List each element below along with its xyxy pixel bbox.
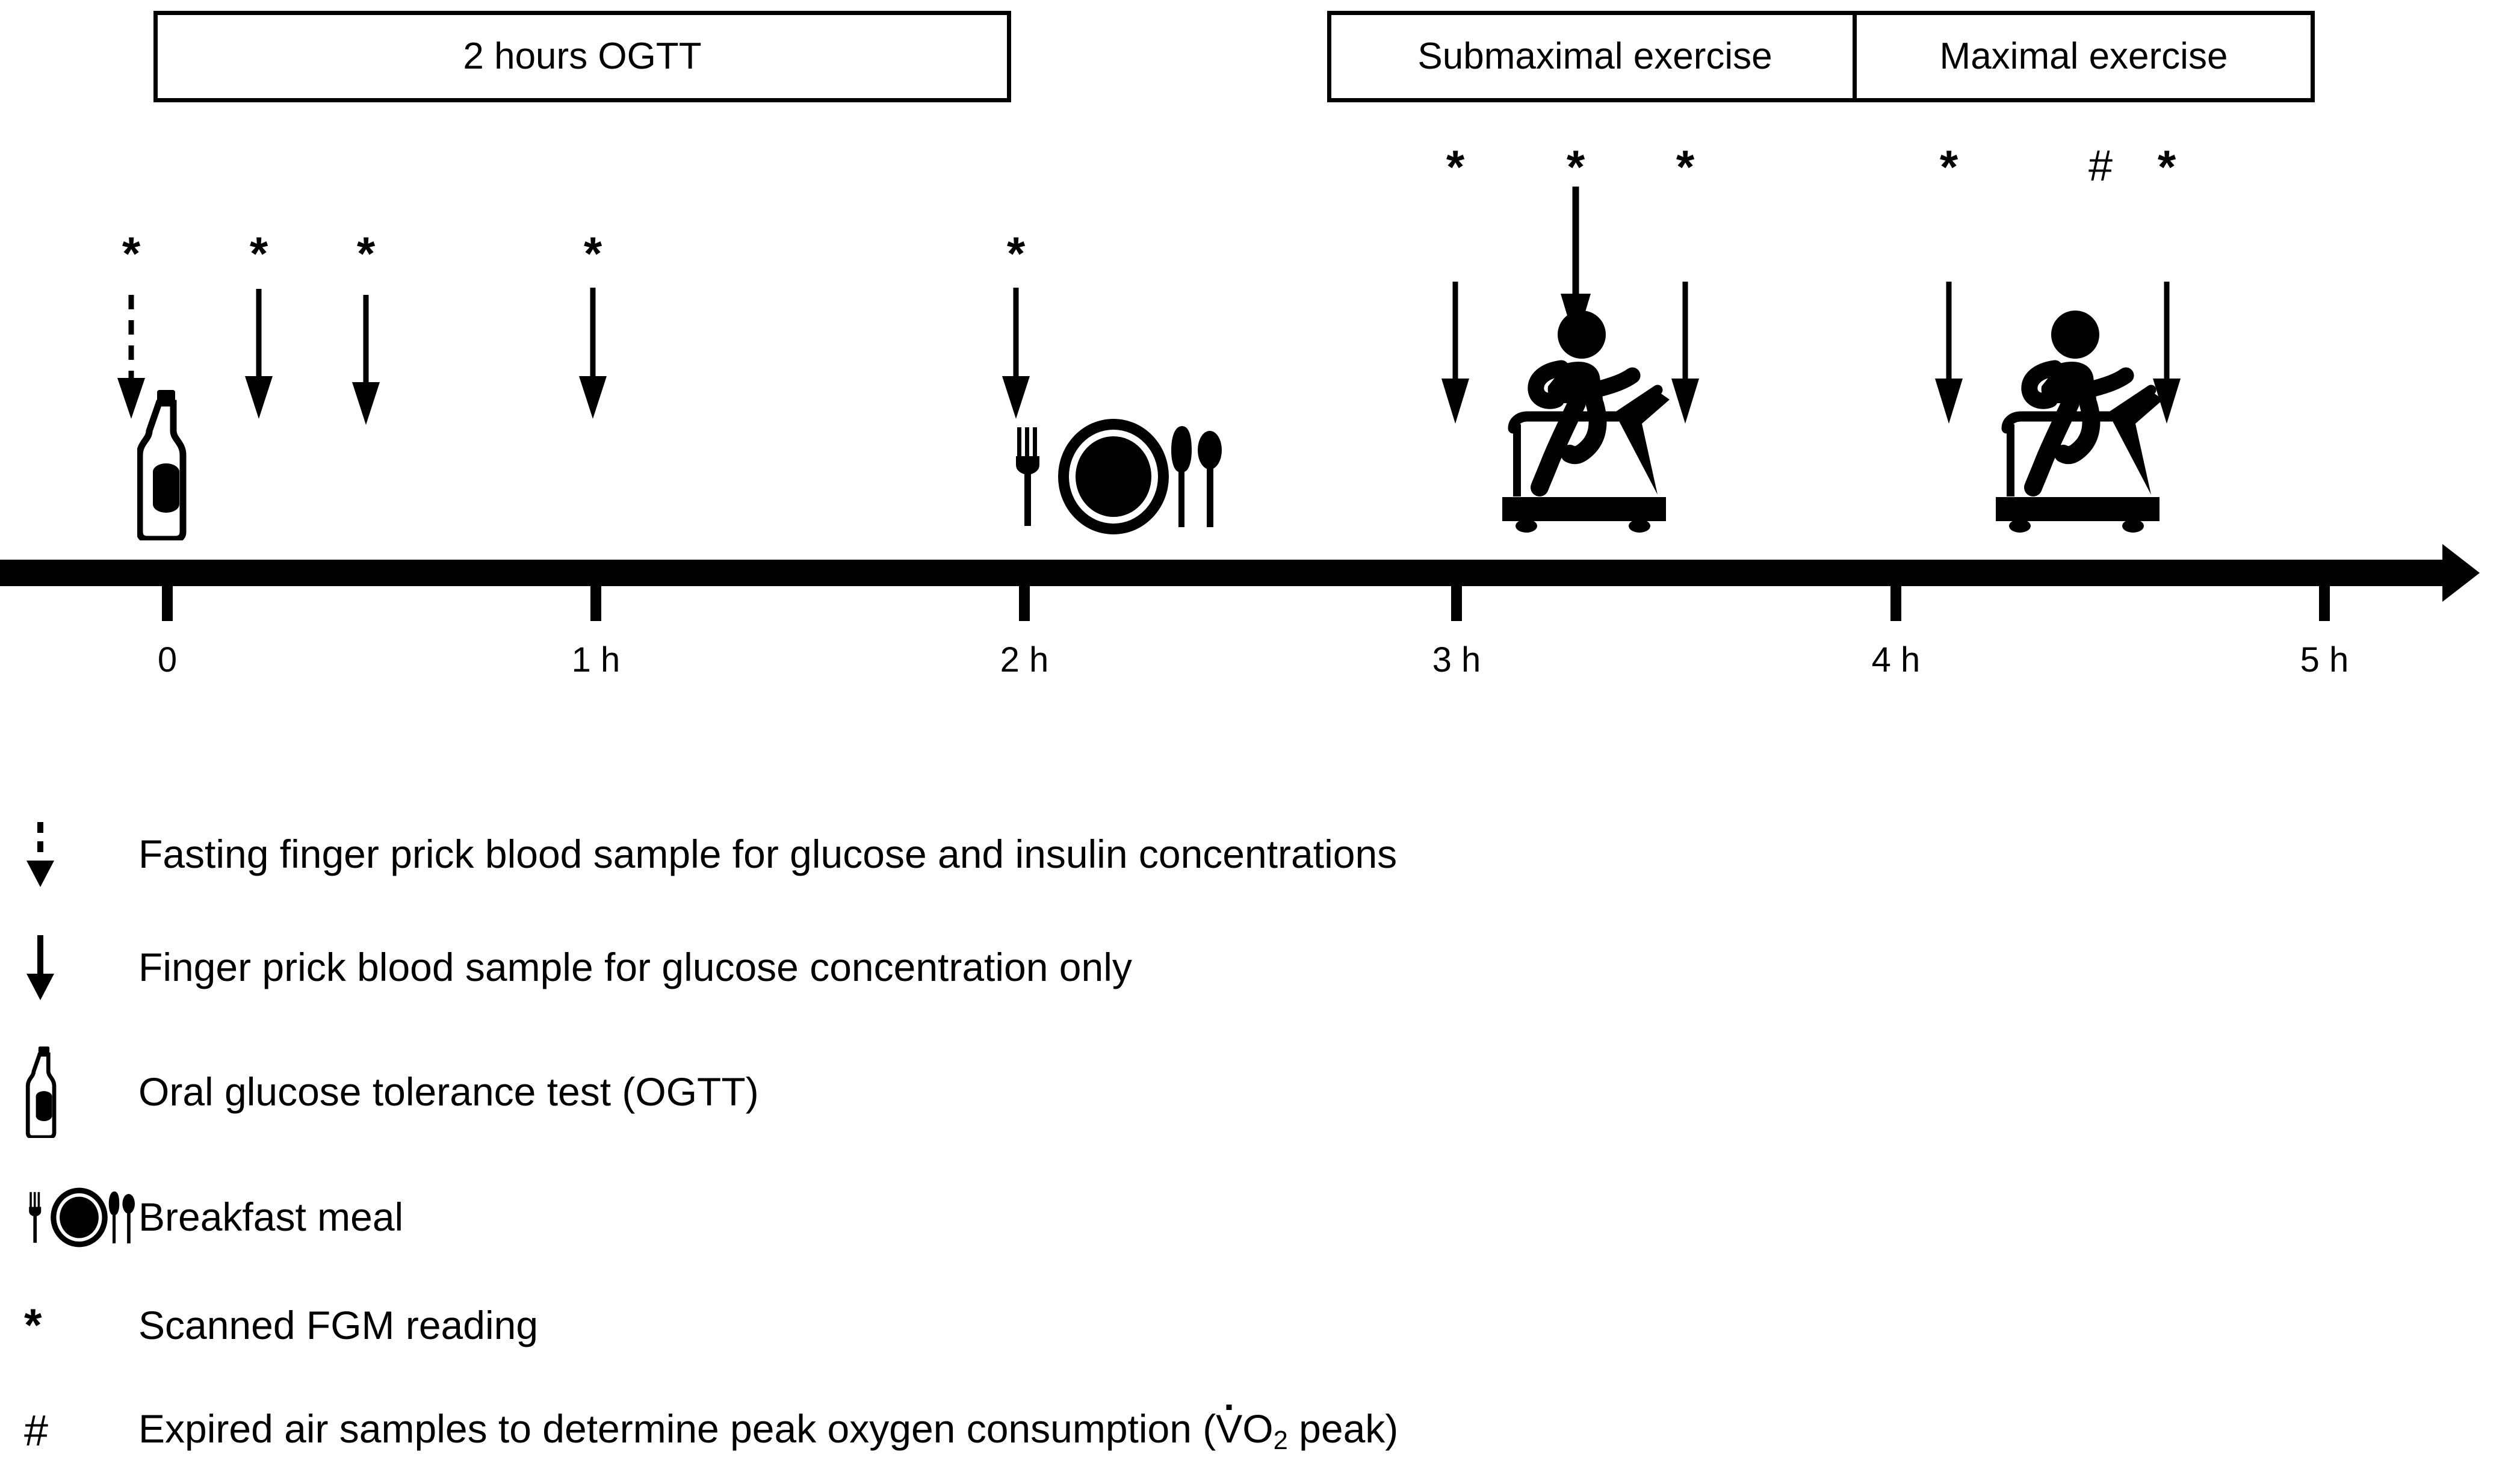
asterisk-marker: * bbox=[122, 227, 141, 280]
axis-arrowhead-icon bbox=[2442, 544, 2480, 602]
legend-label: Breakfast meal bbox=[138, 1195, 404, 1240]
axis-tick-label: 4 h bbox=[1871, 640, 1921, 679]
axis-tick bbox=[1451, 586, 1462, 621]
phase-box-maximal-exercise: Maximal exercise bbox=[1853, 11, 2315, 102]
meal-icon bbox=[1006, 416, 1223, 537]
legend-label-suffix: peak) bbox=[1287, 1406, 1399, 1451]
solid-arrow-icon bbox=[0, 934, 138, 1001]
axis-tick bbox=[1890, 586, 1901, 621]
hash-marker: # bbox=[2088, 142, 2113, 190]
axis-tick bbox=[1019, 586, 1030, 621]
asterisk-marker: * bbox=[1566, 140, 1585, 193]
axis-tick bbox=[2319, 586, 2330, 621]
legend-item: Fasting finger prick blood sample for gl… bbox=[0, 818, 1397, 891]
down-arrow-icon bbox=[350, 295, 382, 427]
asterisk-marker: * bbox=[356, 227, 376, 280]
legend-item: Oral glucose tolerance test (OGTT) bbox=[0, 1047, 759, 1138]
down-arrow-icon bbox=[243, 289, 275, 421]
asterisk-glyph: * bbox=[24, 1300, 42, 1351]
asterisk-marker: * bbox=[249, 227, 268, 280]
phase-box-ogtt: 2 hours OGTT bbox=[153, 11, 1011, 102]
phase-label-maximal-exercise: Maximal exercise bbox=[1939, 36, 2228, 77]
dashed-arrow-icon bbox=[0, 821, 138, 888]
hash-glyph: # bbox=[24, 1407, 49, 1455]
down-arrow-icon bbox=[1933, 282, 1965, 426]
asterisk-marker: * bbox=[1676, 140, 1695, 193]
timeline-axis bbox=[0, 544, 2511, 602]
legend-item: * Scanned FGM reading bbox=[0, 1293, 538, 1359]
legend-item: Finger prick blood sample for glucose co… bbox=[0, 932, 1132, 1004]
asterisk-marker: * bbox=[583, 227, 602, 280]
axis-tick-label: 5 h bbox=[2300, 640, 2349, 679]
asterisk-icon: * bbox=[0, 1303, 138, 1349]
axis-tick bbox=[590, 586, 601, 621]
phase-label-submaximal-exercise: Submaximal exercise bbox=[1417, 36, 1773, 77]
phase-box-submaximal-exercise: Submaximal exercise bbox=[1327, 11, 1863, 102]
down-arrow-icon bbox=[1000, 288, 1032, 421]
dashed-down-arrow-icon bbox=[115, 295, 147, 421]
treadmill-icon bbox=[1476, 301, 1692, 533]
legend-label-prefix: Expired air samples to determine peak ox… bbox=[138, 1406, 1216, 1451]
meal-icon bbox=[0, 1186, 138, 1249]
legend-label: Oral glucose tolerance test (OGTT) bbox=[138, 1069, 759, 1115]
axis-tick bbox=[162, 586, 173, 621]
oxygen-subscript: 2 bbox=[1273, 1426, 1288, 1455]
down-arrow-icon bbox=[577, 288, 609, 421]
legend-item: # Expired air samples to determine peak … bbox=[0, 1395, 1398, 1467]
down-arrow-icon bbox=[1439, 282, 1472, 426]
axis-bar bbox=[0, 560, 2444, 586]
legend-label: Fasting finger prick blood sample for gl… bbox=[138, 832, 1398, 877]
asterisk-marker: * bbox=[1446, 140, 1465, 193]
v-dot-symbol: V bbox=[1216, 1406, 1243, 1451]
legend-label: Scanned FGM reading bbox=[138, 1303, 539, 1348]
down-arrow-icon bbox=[2150, 282, 2183, 426]
asterisk-marker: * bbox=[1939, 140, 1958, 193]
bottle-icon bbox=[0, 1047, 138, 1138]
legend-label: Finger prick blood sample for glucose co… bbox=[138, 945, 1132, 990]
axis-tick-label: 1 h bbox=[571, 640, 621, 679]
asterisk-marker: * bbox=[1006, 227, 1026, 280]
legend-label: Expired air samples to determine peak ox… bbox=[138, 1406, 1399, 1456]
down-arrow-icon bbox=[1669, 282, 1701, 426]
oxygen-symbol: O bbox=[1242, 1406, 1274, 1451]
axis-tick-label: 3 h bbox=[1432, 640, 1481, 679]
axis-tick-label: 2 h bbox=[1000, 640, 1049, 679]
bottle-icon bbox=[137, 390, 195, 540]
legend-item: Breakfast meal bbox=[0, 1178, 403, 1257]
hash-icon: # bbox=[0, 1409, 138, 1453]
axis-tick-label: 0 bbox=[157, 640, 178, 679]
asterisk-marker: * bbox=[2157, 140, 2176, 193]
treadmill-icon bbox=[1969, 301, 2186, 533]
phase-label-ogtt: 2 hours OGTT bbox=[463, 36, 702, 77]
